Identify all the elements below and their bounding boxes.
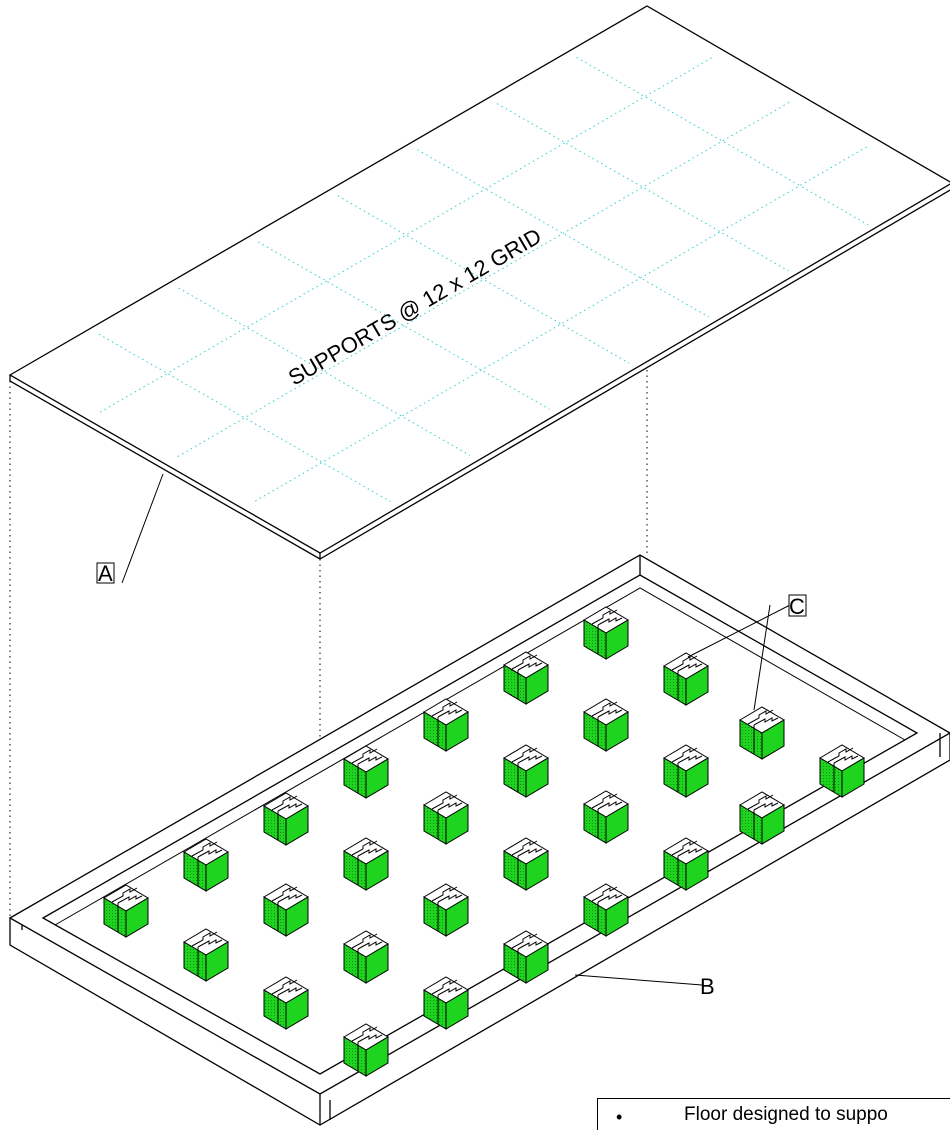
callout-c-label: C	[789, 594, 805, 619]
support-pedestal	[343, 1023, 389, 1077]
support-grid-lines	[98, 57, 869, 502]
callout-b-label: B	[700, 974, 715, 999]
support-pedestal	[663, 652, 709, 706]
support-pedestal	[263, 976, 309, 1030]
support-pedestal	[739, 706, 785, 760]
support-pedestal	[503, 651, 549, 705]
support-pedestal	[423, 698, 469, 752]
support-pedestal	[343, 745, 389, 799]
callout-a-label: A	[98, 561, 113, 586]
callout-b: B	[574, 974, 715, 999]
grid-line	[98, 333, 391, 502]
support-pedestal	[739, 791, 785, 845]
support-pedestal	[583, 698, 629, 752]
support-pedestal	[103, 884, 149, 938]
support-pedestal	[503, 837, 549, 891]
grid-line	[496, 103, 789, 272]
note-bullet: •	[616, 1107, 623, 1127]
support-pedestal	[423, 791, 469, 845]
support-pedestal	[183, 928, 229, 982]
callout-c: C	[687, 594, 807, 711]
grid-line	[337, 195, 630, 364]
support-pedestal	[423, 976, 469, 1030]
support-pedestal	[663, 837, 709, 891]
support-pedestal	[183, 838, 229, 892]
grid-line	[576, 57, 869, 226]
support-pedestal	[663, 744, 709, 798]
grid-line	[417, 149, 710, 318]
grid-line	[257, 241, 550, 410]
support-pedestal	[343, 837, 389, 891]
support-pedestal	[263, 883, 309, 937]
support-pedestal	[503, 930, 549, 984]
callout-a: A	[96, 473, 164, 586]
support-pedestals	[103, 606, 865, 1077]
support-pedestal	[423, 883, 469, 937]
support-pedestal	[263, 792, 309, 846]
support-pedestal	[583, 606, 629, 660]
support-pedestal	[343, 930, 389, 984]
support-pedestal	[583, 790, 629, 844]
support-pedestal	[583, 883, 629, 937]
base-frame-b	[8, 554, 950, 1126]
note-text: Floor designed to suppo	[684, 1104, 888, 1125]
support-pedestal	[503, 744, 549, 798]
floor-panel-a: SUPPORTS @ 12 x 12 GRID	[8, 5, 950, 560]
design-note-box: • Floor designed to suppo	[597, 1098, 950, 1130]
support-pedestal	[819, 744, 865, 798]
grid-line	[178, 287, 471, 456]
